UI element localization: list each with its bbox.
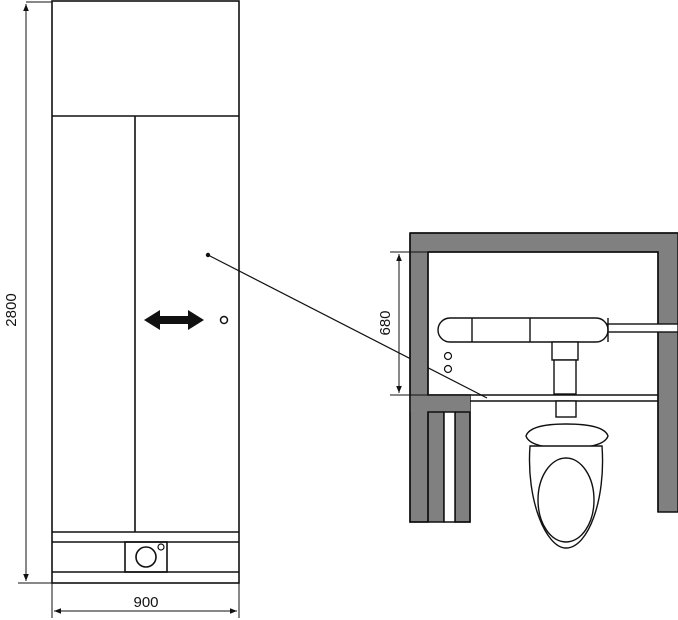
- double-arrow-icon: [144, 310, 204, 330]
- partition-slot: [443, 411, 456, 523]
- grab-bar-icon: [437, 317, 678, 395]
- lock-indicator-icon: [157, 543, 165, 551]
- elevation-view: [51, 0, 240, 584]
- height-dimension-label: 2800: [3, 293, 20, 326]
- lock-dial-icon: [135, 546, 157, 568]
- callout-leader: [207, 254, 488, 399]
- toilet-icon: [525, 400, 609, 549]
- flush-button-icon: [443, 364, 453, 374]
- width-dimension: [51, 583, 240, 618]
- left-partition: [410, 395, 470, 412]
- door-knob-icon: [219, 315, 229, 325]
- width-dimension-label: 900: [133, 594, 158, 611]
- lock-box: [124, 541, 168, 573]
- booth-frame: [51, 0, 240, 584]
- height-dimension: [18, 1, 52, 584]
- clearance-dimension-label: 680: [377, 310, 394, 335]
- clearance-dimension: [390, 251, 428, 396]
- flush-button-icon: [443, 351, 453, 361]
